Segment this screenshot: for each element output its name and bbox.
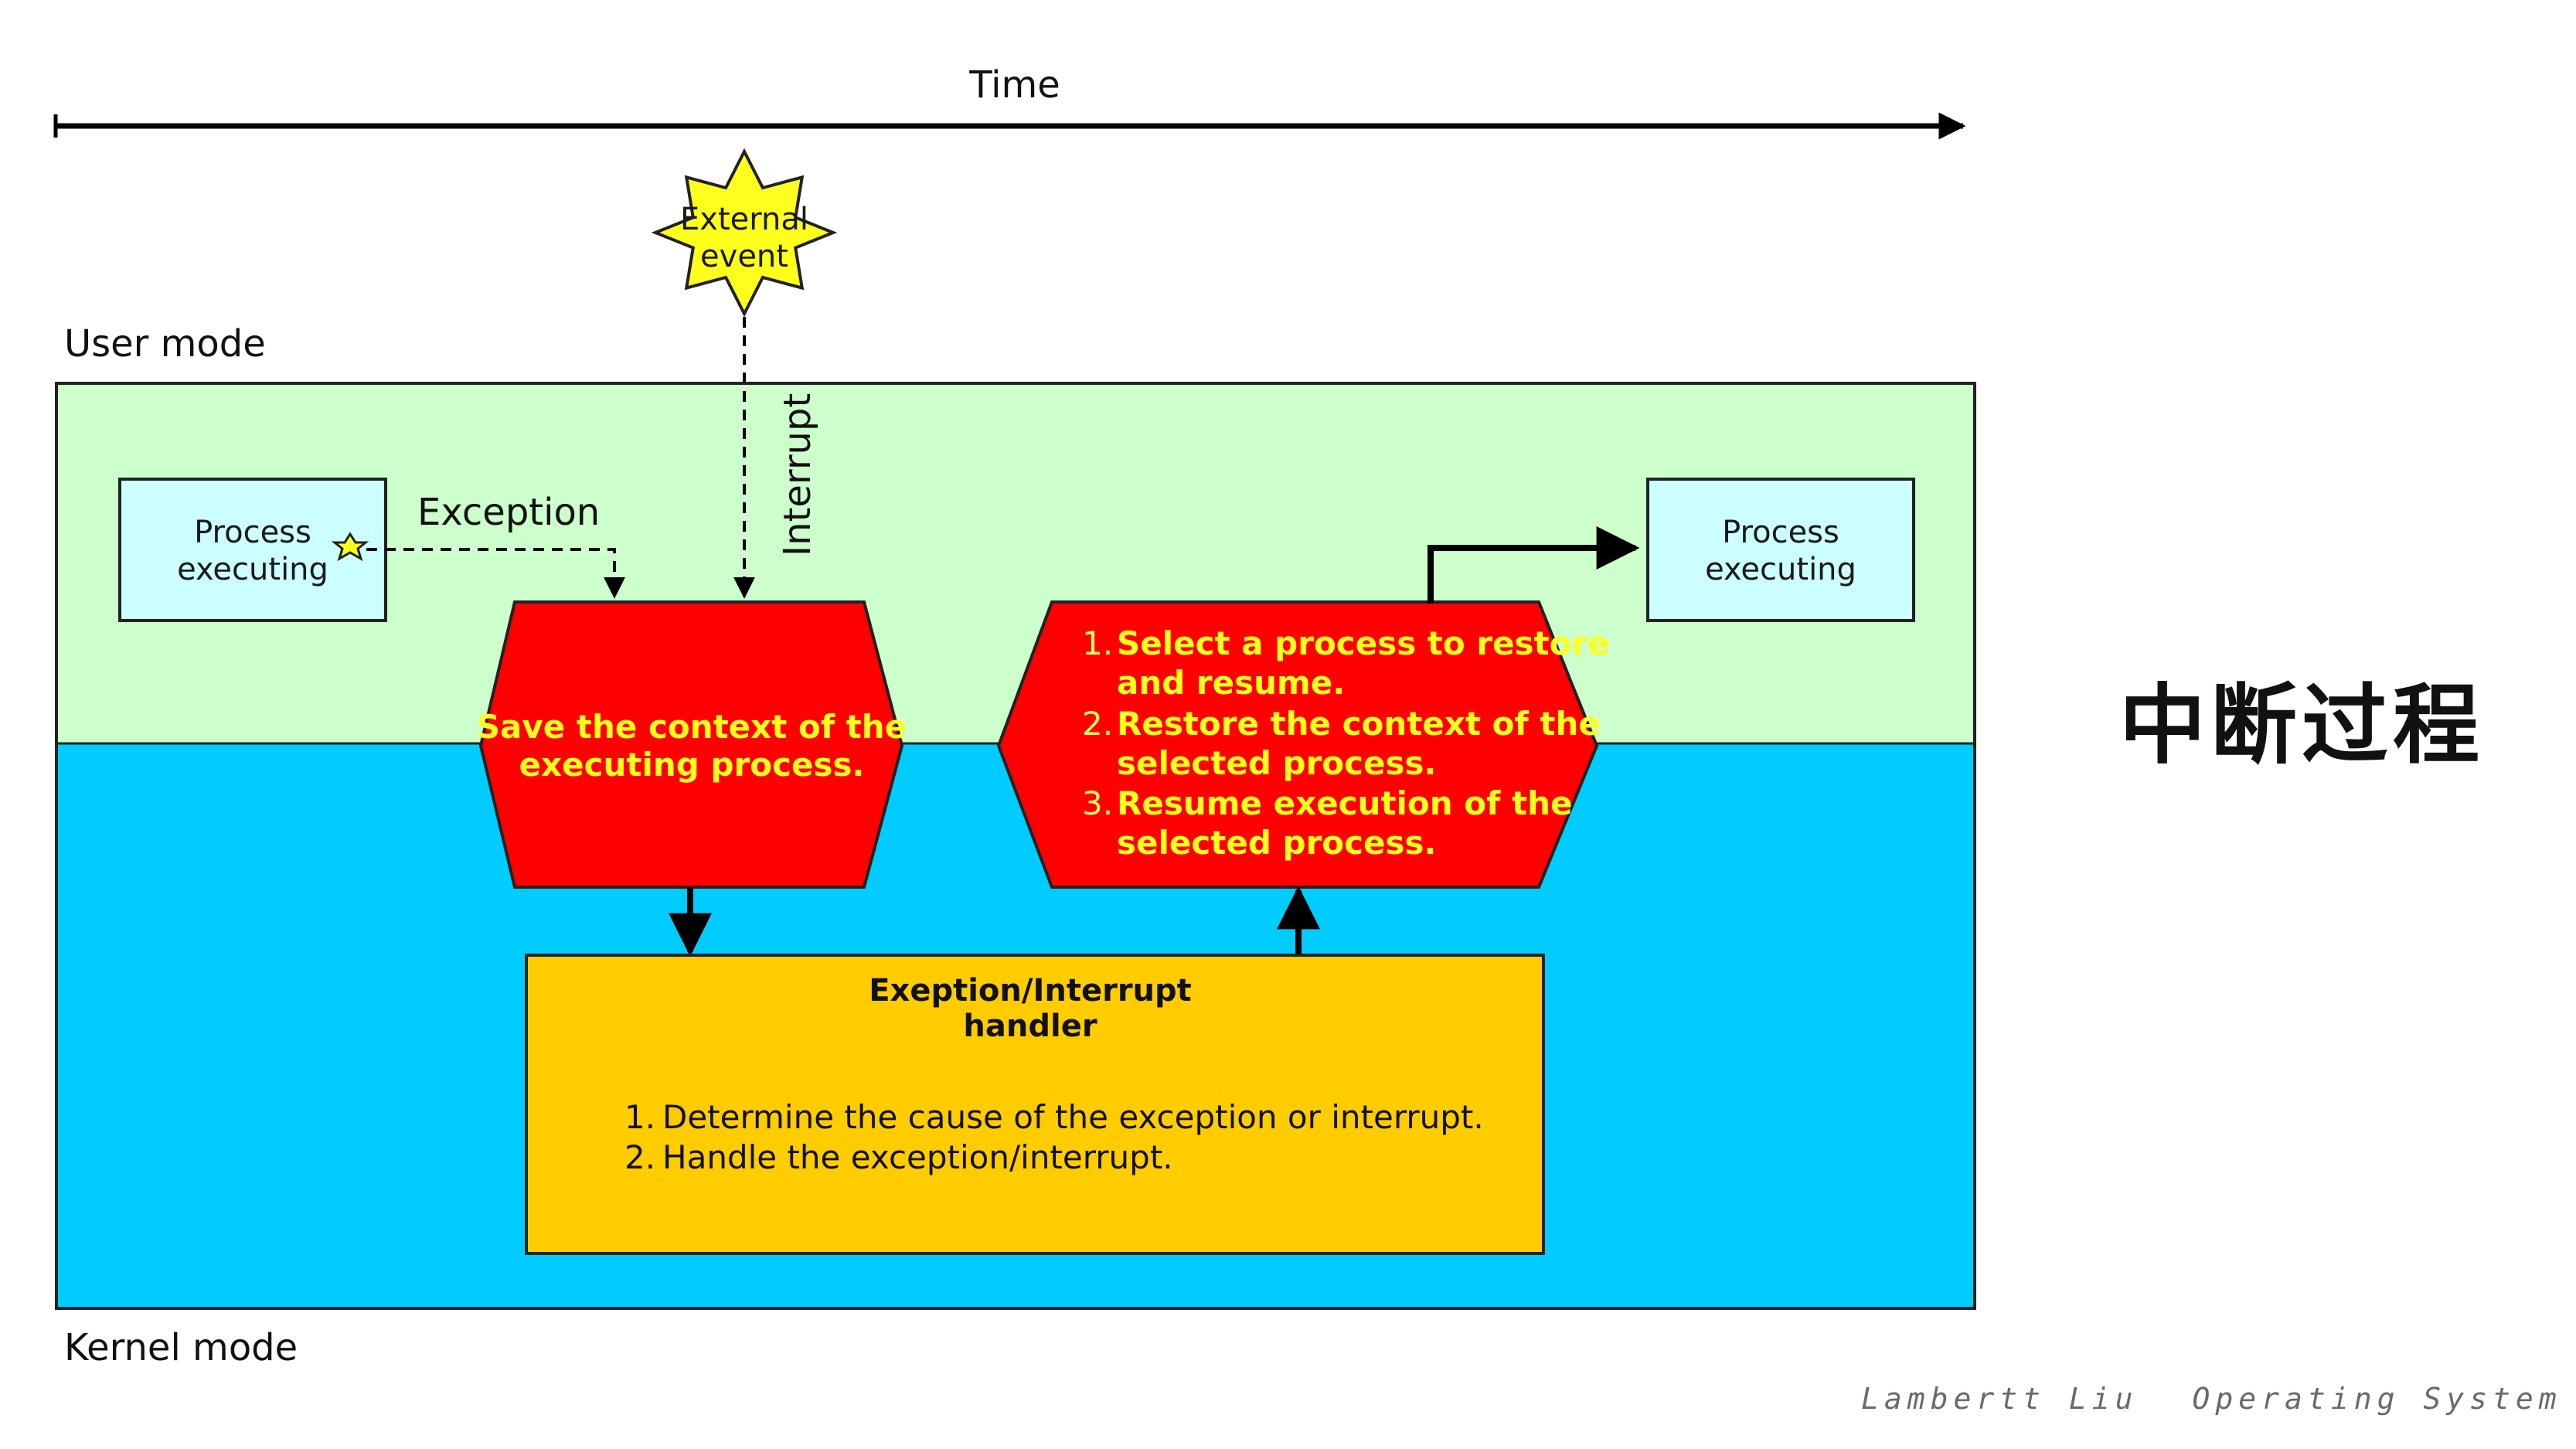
process-left-line2: executing bbox=[177, 552, 328, 587]
handler-step-1-text: Determine the cause of the exception or … bbox=[662, 1098, 1484, 1136]
mode-frame bbox=[55, 382, 1976, 1310]
kernel-mode-label: Kernel mode bbox=[64, 1326, 298, 1369]
footer-course: Operating System bbox=[2192, 1382, 2562, 1416]
external-event-label-line2: event bbox=[700, 239, 788, 274]
process-box-right bbox=[1646, 478, 1915, 622]
restore-step-1-num: 1. bbox=[1082, 624, 1113, 662]
handler-box bbox=[525, 954, 1545, 1255]
handler-step-1-num: 1. bbox=[624, 1098, 655, 1136]
process-left-line1: Process bbox=[194, 515, 311, 550]
exception-label: Exception bbox=[417, 491, 600, 534]
save-context-line2: executing process. bbox=[519, 746, 865, 784]
footer-author: Lambertt Liu bbox=[1861, 1382, 2139, 1416]
exception-star-icon bbox=[331, 532, 369, 562]
restore-step-3-line1: Resume execution of the bbox=[1117, 784, 1573, 822]
exception-arrow bbox=[366, 548, 625, 599]
restore-steps: 1. Select a process to restore and resum… bbox=[1082, 624, 1610, 862]
slide-title: 中断过程 bbox=[2119, 675, 2484, 776]
handler-title-line2: handler bbox=[963, 1009, 1097, 1044]
footer: Lambertt Liu Operating System bbox=[1861, 1382, 2562, 1416]
interrupt-label: Interrupt bbox=[776, 393, 819, 556]
restore-step-3-line2: selected process. bbox=[1117, 824, 1436, 862]
external-event-label-line1: External bbox=[680, 202, 808, 237]
resume-arrow bbox=[1428, 526, 1640, 604]
handler-title-line1: Exeption/Interrupt bbox=[869, 973, 1192, 1009]
restore-step-2-num: 2. bbox=[1082, 705, 1113, 743]
handler-step-2-text: Handle the exception/interrupt. bbox=[662, 1138, 1173, 1176]
restore-step-2-line1: Restore the context of the bbox=[1117, 705, 1601, 743]
restore-step-1-line2: and resume. bbox=[1117, 664, 1345, 702]
restore-step-2-line2: selected process. bbox=[1117, 744, 1436, 782]
external-event-starburst bbox=[651, 148, 838, 318]
handler-step-2-num: 2. bbox=[624, 1138, 655, 1176]
restore-process-hexagon bbox=[996, 600, 1599, 889]
time-label: Time bbox=[968, 63, 1060, 107]
process-right-line2: executing bbox=[1705, 552, 1856, 587]
user-mode-label: User mode bbox=[64, 322, 266, 366]
restore-step-1-line1: Select a process to restore bbox=[1117, 624, 1610, 662]
save-context-line1: Save the context of the bbox=[477, 708, 907, 746]
save-context-hexagon bbox=[478, 600, 904, 889]
process-right-line1: Process bbox=[1722, 515, 1839, 550]
restore-step-3-num: 3. bbox=[1082, 784, 1113, 822]
